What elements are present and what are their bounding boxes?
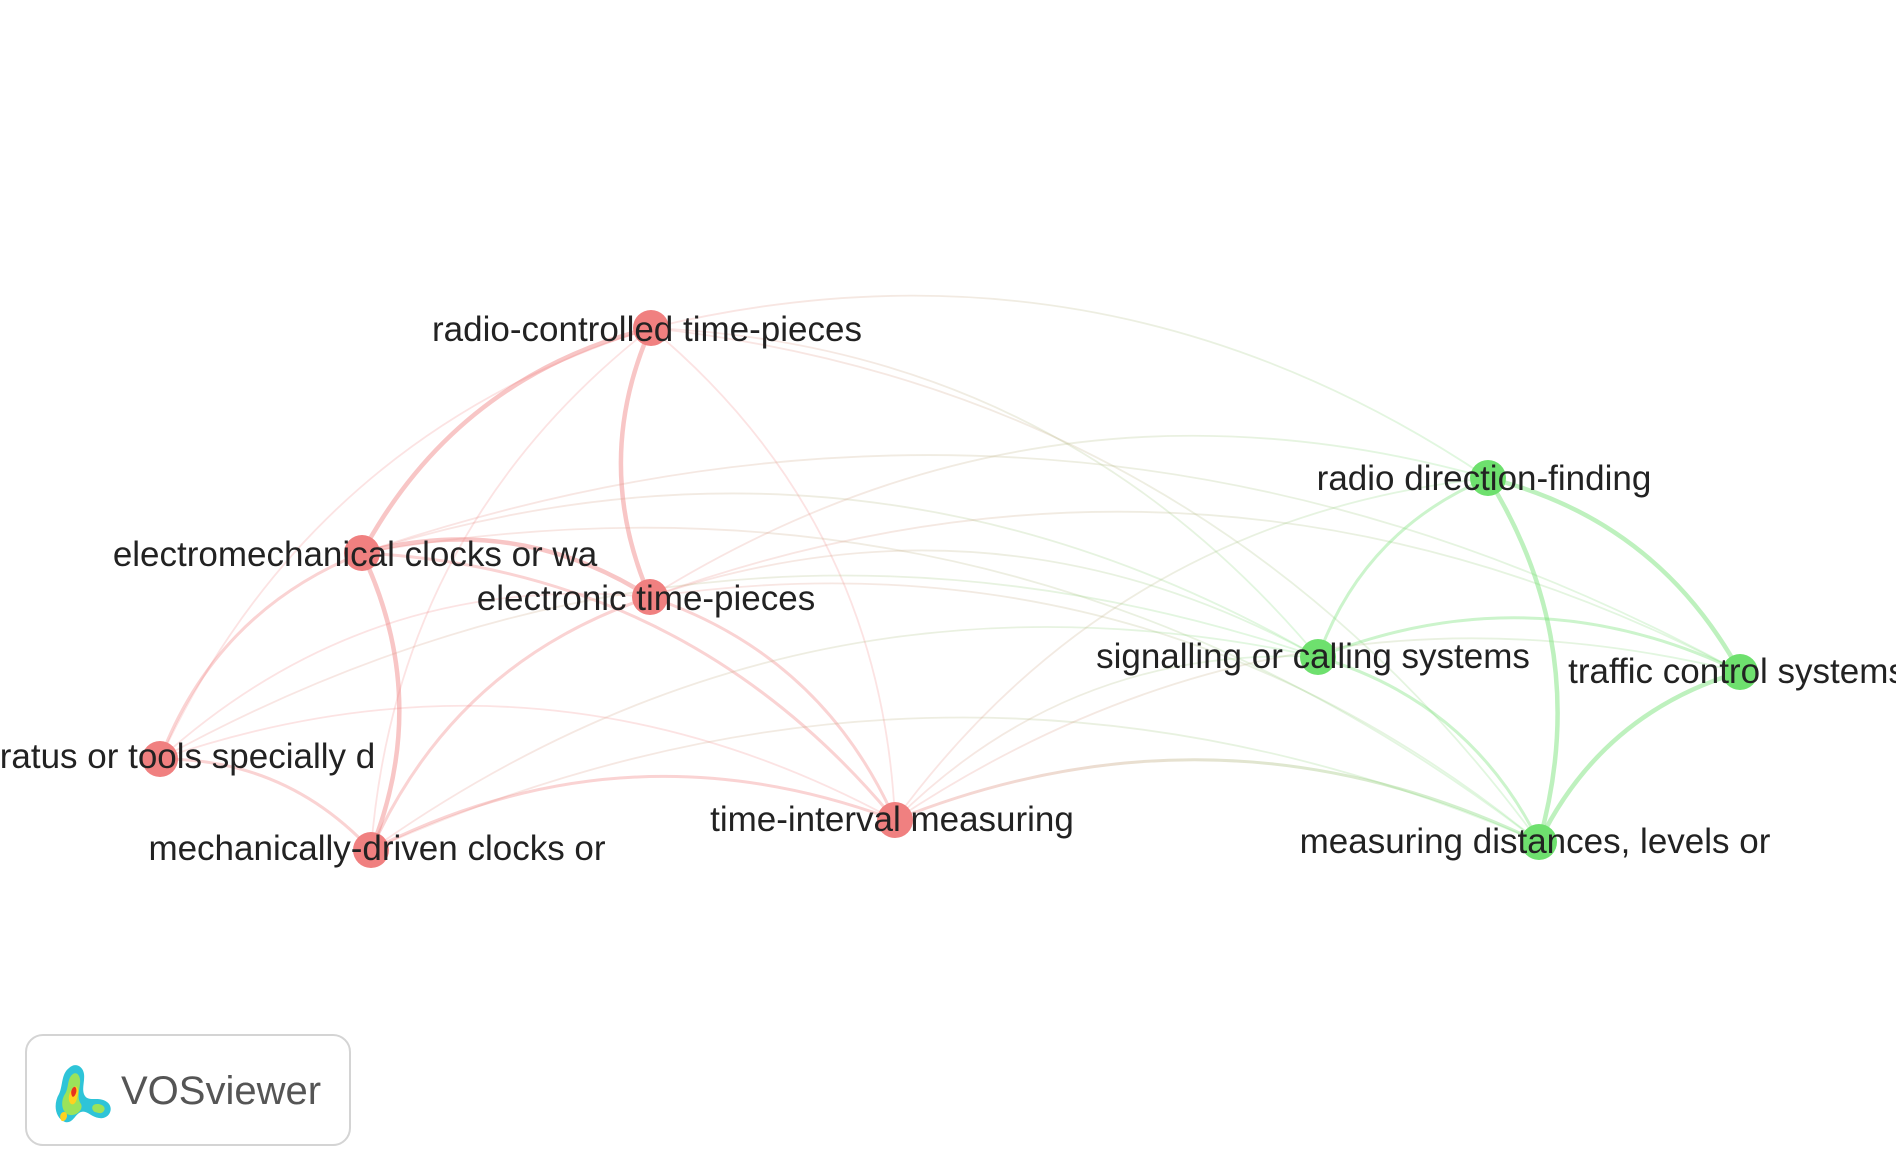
node-label-rc[interactable]: radio-controlled time-pieces <box>432 310 862 349</box>
link-md-sc[interactable] <box>370 626 1319 851</box>
link-et-rd[interactable] <box>649 434 1489 598</box>
link-rd-ms[interactable] <box>1486 476 1560 843</box>
link-et-ti[interactable] <box>649 595 897 821</box>
link-rc-ti[interactable] <box>650 327 896 821</box>
node-label-md[interactable]: mechanically-driven clocks or <box>148 829 605 868</box>
node-label-em[interactable]: electromechanical clocks or wa <box>113 535 598 574</box>
node-md[interactable] <box>353 832 389 868</box>
link-ti-rd[interactable] <box>894 477 1489 821</box>
link-rc-et[interactable] <box>618 327 654 598</box>
links-layer <box>158 294 1742 852</box>
link-em-md[interactable] <box>359 552 402 851</box>
link-rc-rd[interactable] <box>650 294 1489 479</box>
node-rd[interactable] <box>1470 460 1506 496</box>
node-et[interactable] <box>632 579 668 615</box>
link-et-md[interactable] <box>369 595 651 851</box>
node-ap[interactable] <box>142 741 178 777</box>
link-et-sc[interactable] <box>649 549 1319 658</box>
link-em-tc[interactable] <box>361 454 1741 673</box>
node-label-ap[interactable]: paratus or tools specially d <box>0 737 375 776</box>
link-rc-md[interactable] <box>370 327 652 851</box>
node-ms[interactable] <box>1521 824 1557 860</box>
vosviewer-logo-box: VOSviewer <box>25 1034 351 1146</box>
link-em-sc[interactable] <box>361 492 1319 658</box>
link-em-ms[interactable] <box>361 526 1540 843</box>
node-sc[interactable] <box>1300 639 1336 675</box>
link-et-tc[interactable] <box>649 510 1741 673</box>
link-et-ms[interactable] <box>649 582 1540 843</box>
node-em[interactable] <box>344 535 380 571</box>
labels-layer: radio-controlled time-pieces electromecha… <box>0 310 1896 868</box>
link-ti-ms[interactable] <box>894 758 1540 844</box>
vosviewer-brand-name: VOSviewer <box>121 1069 322 1113</box>
node-label-sc[interactable]: signalling or calling systems <box>1096 637 1530 676</box>
link-rc-sc[interactable] <box>650 327 1319 658</box>
node-label-et[interactable]: electronic time-pieces <box>477 579 815 618</box>
link-ap-md[interactable] <box>159 757 373 852</box>
node-label-rd[interactable]: radio direction-finding <box>1317 459 1652 498</box>
link-rc-ms[interactable] <box>650 327 1540 843</box>
link-em-ti[interactable] <box>361 551 897 821</box>
link-ap-ti[interactable] <box>159 704 896 821</box>
link-ti-sc[interactable] <box>894 655 1319 821</box>
link-md-ti[interactable] <box>370 774 896 852</box>
vosviewer-logo-icon <box>55 1065 111 1123</box>
node-label-tc[interactable]: traffic control systems <box>1568 652 1896 691</box>
link-rd-sc[interactable] <box>1316 476 1489 658</box>
link-rd-tc[interactable] <box>1487 475 1742 674</box>
node-tc[interactable] <box>1722 654 1758 690</box>
link-ap-sc[interactable] <box>159 574 1319 760</box>
nodes-layer <box>142 310 1758 868</box>
node-label-ti[interactable]: time-interval measuring <box>710 800 1074 839</box>
link-rc-ap[interactable] <box>159 327 652 760</box>
link-et-ap[interactable] <box>159 592 651 760</box>
node-ti[interactable] <box>877 802 913 838</box>
link-sc-tc[interactable] <box>1317 616 1741 674</box>
link-em-et[interactable] <box>361 537 652 599</box>
link-em-ap[interactable] <box>158 551 363 760</box>
link-rc-em[interactable] <box>360 325 652 555</box>
link-sc-ms[interactable] <box>1317 655 1541 843</box>
node-rc[interactable] <box>633 310 669 346</box>
link-tc-ms[interactable] <box>1536 669 1741 843</box>
node-label-ms[interactable]: measuring distances, levels or <box>1300 822 1771 861</box>
